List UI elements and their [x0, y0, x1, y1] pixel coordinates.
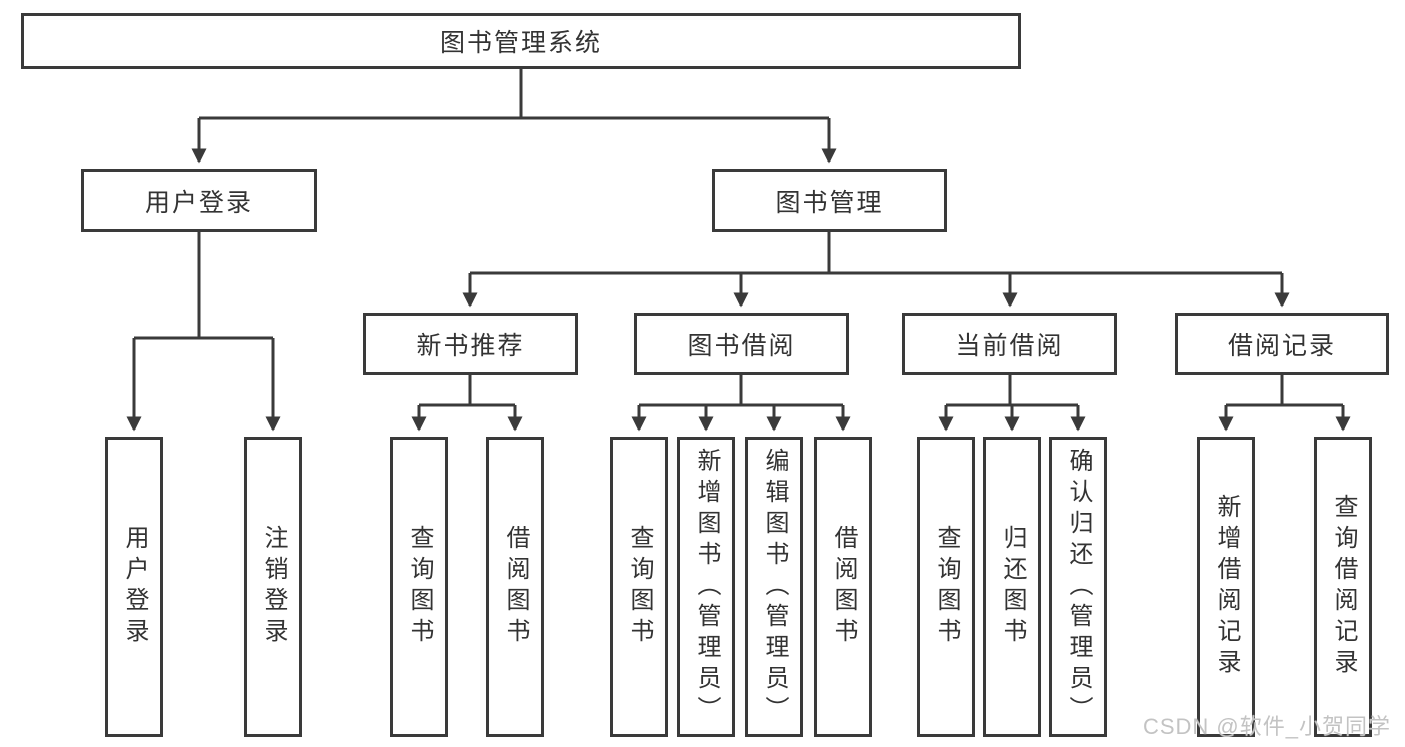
leaf-add-borrow-record: 新增借阅记录 [1197, 437, 1255, 737]
node-borrow-records: 借阅记录 [1175, 313, 1389, 375]
leaf-return-books: 归还图书 [983, 437, 1041, 737]
leaf-add-books-admin: 新增图书（管理员） [677, 437, 735, 737]
node-new-book-recommend: 新书推荐 [363, 313, 578, 375]
leaf-query-books-current: 查询图书 [917, 437, 975, 737]
leaf-query-books-borrow: 查询图书 [610, 437, 668, 737]
node-root-system: 图书管理系统 [21, 13, 1021, 69]
node-book-borrow: 图书借阅 [634, 313, 849, 375]
node-book-management: 图书管理 [712, 169, 947, 232]
leaf-query-borrow-record: 查询借阅记录 [1314, 437, 1372, 737]
leaf-query-books-recommend: 查询图书 [390, 437, 448, 737]
leaf-edit-books-admin: 编辑图书（管理员） [745, 437, 803, 737]
leaf-confirm-return-admin: 确认归还（管理员） [1049, 437, 1107, 737]
leaf-user-login: 用户登录 [105, 437, 163, 737]
leaf-borrow-books-recommend: 借阅图书 [486, 437, 544, 737]
node-current-borrow: 当前借阅 [902, 313, 1117, 375]
csdn-watermark: CSDN @软件_小贺同学 [1142, 714, 1391, 739]
leaf-borrow-books: 借阅图书 [814, 437, 872, 737]
leaf-logout: 注销登录 [244, 437, 302, 737]
node-user-login: 用户登录 [81, 169, 317, 232]
